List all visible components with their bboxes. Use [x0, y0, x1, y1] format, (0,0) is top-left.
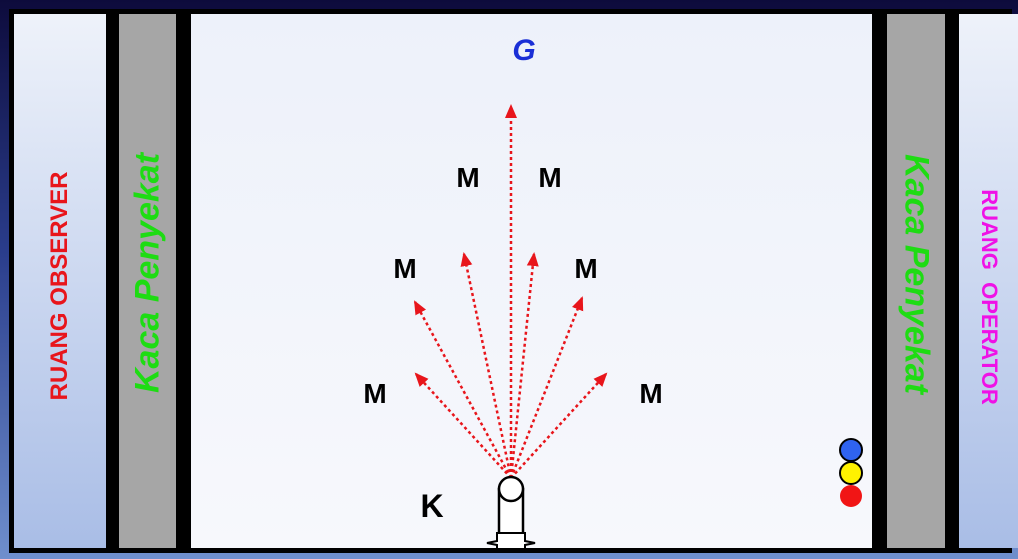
blue-light — [839, 438, 863, 462]
marker-label: M — [363, 378, 386, 409]
right-glass-partition: Kaca Penyekat — [887, 14, 945, 548]
observer-room-panel: RUANG OBSERVER — [14, 14, 106, 548]
red-light — [840, 485, 862, 507]
arrow-to-marker — [509, 296, 584, 479]
start-label: K — [420, 488, 443, 524]
marker-label: M — [639, 378, 662, 409]
left-glass-partition: Kaca Penyekat — [119, 14, 176, 548]
yellow-light — [839, 461, 863, 485]
arrow-to-marker — [510, 372, 608, 479]
arrow-to-marker — [509, 252, 539, 479]
start-device — [486, 475, 536, 550]
indicator-lights — [839, 438, 863, 507]
path-arrows — [413, 104, 608, 479]
marker-label: M — [456, 162, 479, 193]
operator-room-panel: RUANG OPERATOR — [959, 14, 1018, 548]
marker-label: M — [538, 162, 561, 193]
goal-label: G — [512, 34, 535, 67]
marker-label: M — [574, 253, 597, 284]
arrow-to-marker — [414, 372, 512, 479]
marker-label: M — [393, 253, 416, 284]
arrow-to-marker — [460, 252, 513, 479]
